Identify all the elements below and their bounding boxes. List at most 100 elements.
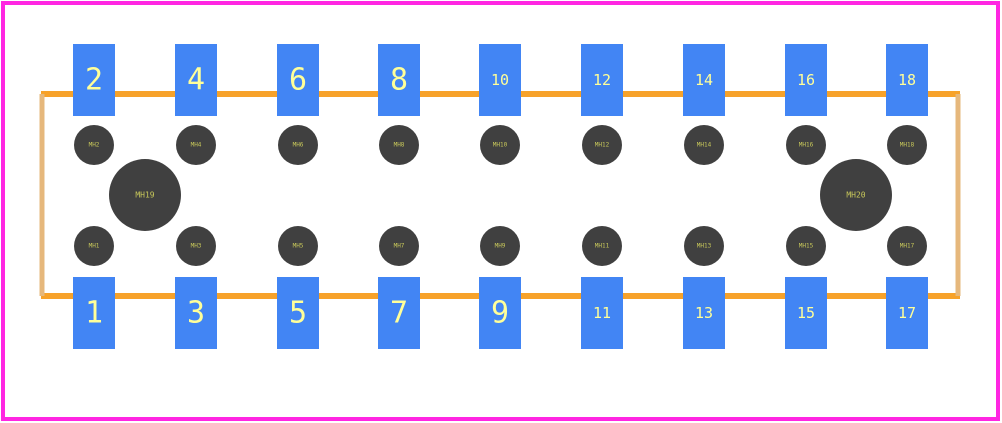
- hole-circle: [820, 159, 892, 231]
- mounting-hole: MH3: [176, 226, 216, 266]
- hole-label: MH20: [846, 191, 865, 200]
- pad-rect: [73, 44, 115, 116]
- pad-3: 3: [175, 277, 217, 349]
- hole-label: MH12: [595, 142, 610, 149]
- mounting-hole: MH13: [684, 226, 724, 266]
- pad-10: 10: [479, 44, 521, 116]
- hole-circle: [684, 226, 724, 266]
- pad-number: 12: [593, 71, 611, 89]
- mounting-hole: MH18: [887, 125, 927, 165]
- hole-circle: [684, 125, 724, 165]
- hole-label: MH19: [135, 191, 154, 200]
- hole-circle: [480, 125, 520, 165]
- hole-circle: [786, 125, 826, 165]
- pad-rect: [785, 277, 827, 349]
- mounting-hole: MH11: [582, 226, 622, 266]
- pad-9: 9: [479, 277, 521, 349]
- hole-label: MH16: [799, 142, 814, 149]
- pad-number: 17: [898, 304, 916, 322]
- hole-label: MH2: [89, 142, 100, 149]
- mounting-hole: MH16: [786, 125, 826, 165]
- pad-17: 17: [886, 277, 928, 349]
- pad-1: 1: [73, 277, 115, 349]
- hole-label: MH3: [191, 243, 202, 250]
- pad-2: 2: [73, 44, 115, 116]
- hole-circle: [109, 159, 181, 231]
- mounting-hole: MH1: [74, 226, 114, 266]
- hole-label: MH8: [394, 142, 405, 149]
- hole-label: MH17: [900, 243, 915, 250]
- mounting-hole: MH2: [74, 125, 114, 165]
- mounting-hole: MH5: [278, 226, 318, 266]
- hole-circle: [74, 125, 114, 165]
- pad-11: 11: [581, 277, 623, 349]
- mounting-hole: MH12: [582, 125, 622, 165]
- mounting-hole: MH14: [684, 125, 724, 165]
- hole-label: MH14: [697, 142, 712, 149]
- hole-circle: [887, 226, 927, 266]
- pad-number: 14: [695, 71, 713, 89]
- pad-7: 7: [378, 277, 420, 349]
- pad-number: 2: [85, 63, 103, 98]
- hole-circle: [582, 226, 622, 266]
- hole-circle: [582, 125, 622, 165]
- mounting-hole: MH10: [480, 125, 520, 165]
- hole-circle: [176, 226, 216, 266]
- mounting-hole: MH7: [379, 226, 419, 266]
- hole-label: MH11: [595, 243, 610, 250]
- pad-rect: [581, 277, 623, 349]
- pad-number: 16: [797, 71, 815, 89]
- hole-circle: [74, 226, 114, 266]
- pad-14: 14: [683, 44, 725, 116]
- pad-rect: [378, 44, 420, 116]
- hole-circle: [887, 125, 927, 165]
- pad-number: 18: [898, 71, 916, 89]
- hole-label: MH1: [89, 243, 100, 250]
- pad-18: 18: [886, 44, 928, 116]
- pad-number: 9: [491, 296, 509, 331]
- pad-rect: [73, 277, 115, 349]
- pad-rect: [479, 44, 521, 116]
- mounting-hole: MH4: [176, 125, 216, 165]
- mounting-hole: MH15: [786, 226, 826, 266]
- mounting-hole: MH20: [820, 159, 892, 231]
- pad-rect: [581, 44, 623, 116]
- pad-6: 6: [277, 44, 319, 116]
- pad-rect: [277, 277, 319, 349]
- mounting-hole: MH8: [379, 125, 419, 165]
- pad-4: 4: [175, 44, 217, 116]
- hole-label: MH5: [293, 243, 304, 250]
- pad-13: 13: [683, 277, 725, 349]
- pad-number: 10: [491, 71, 509, 89]
- mounting-hole: MH19: [109, 159, 181, 231]
- hole-circle: [278, 226, 318, 266]
- pad-rect: [175, 277, 217, 349]
- hole-label: MH7: [394, 243, 405, 250]
- pad-number: 6: [289, 63, 307, 98]
- mounting-hole: MH9: [480, 226, 520, 266]
- hole-circle: [278, 125, 318, 165]
- hole-circle: [480, 226, 520, 266]
- hole-circle: [176, 125, 216, 165]
- hole-label: MH18: [900, 142, 915, 149]
- hole-label: MH9: [495, 243, 506, 250]
- mounting-hole: MH6: [278, 125, 318, 165]
- pad-rect: [277, 44, 319, 116]
- pad-rect: [886, 44, 928, 116]
- pad-number: 15: [797, 304, 815, 322]
- pad-number: 4: [187, 63, 205, 98]
- pad-number: 3: [187, 296, 205, 331]
- hole-label: MH6: [293, 142, 304, 149]
- pad-8: 8: [378, 44, 420, 116]
- hole-circle: [786, 226, 826, 266]
- pad-rect: [785, 44, 827, 116]
- pad-12: 12: [581, 44, 623, 116]
- pad-15: 15: [785, 277, 827, 349]
- hole-circle: [379, 226, 419, 266]
- pad-number: 1: [85, 296, 103, 331]
- hole-label: MH15: [799, 243, 814, 250]
- pad-rect: [683, 44, 725, 116]
